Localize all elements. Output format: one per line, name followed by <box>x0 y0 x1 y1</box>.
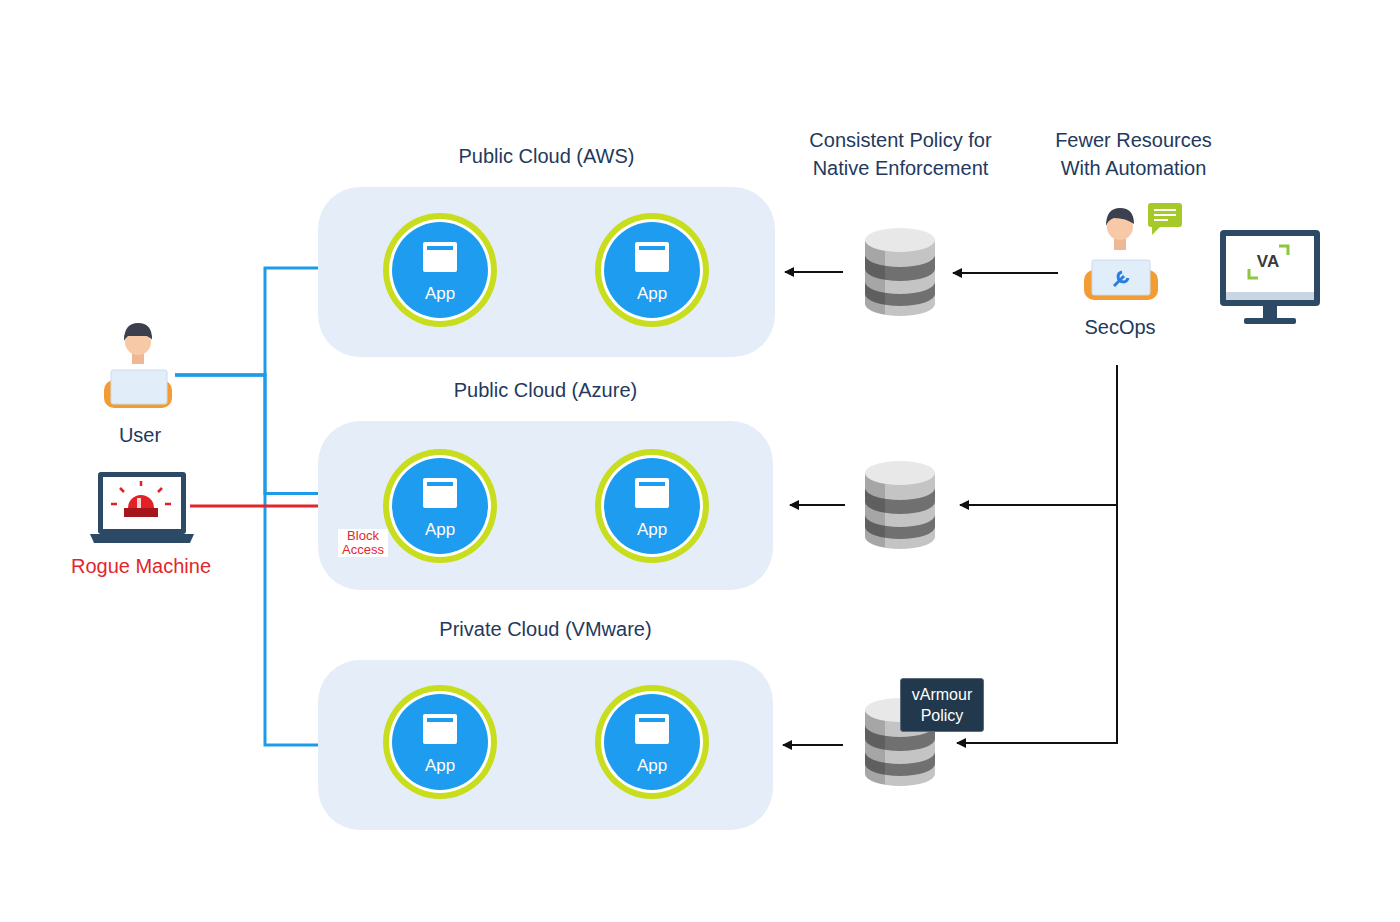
cloud-band: Public Cloud (Azure)AppApp <box>318 421 773 590</box>
app-window-icon <box>423 478 457 508</box>
policy-branch-arrow <box>790 504 845 506</box>
cloud-heading: Private Cloud (VMware) <box>298 616 793 642</box>
app-label: App <box>392 520 488 540</box>
app-window-bar <box>427 246 453 250</box>
cloud-heading: Public Cloud (AWS) <box>298 143 795 169</box>
app-window-bar <box>639 246 665 250</box>
user-icon <box>111 370 167 404</box>
app-window-bar <box>427 482 453 486</box>
app-window-bar <box>639 482 665 486</box>
app-circle: App <box>604 694 700 790</box>
network-link <box>175 268 318 375</box>
va-monitor <box>1263 306 1277 318</box>
app-circle: App <box>604 222 700 318</box>
policy-arrow <box>783 744 843 746</box>
policy-heading: Consistent Policy for Native Enforcement <box>793 126 1008 182</box>
secops-icon <box>1084 203 1182 300</box>
rogue-laptop-icon <box>137 498 141 508</box>
app-window-icon <box>635 242 669 272</box>
app-circle: App <box>604 458 700 554</box>
rogue-laptop-icon <box>90 472 194 543</box>
app-label: App <box>604 284 700 304</box>
network-link <box>175 375 318 494</box>
cloud-heading: Public Cloud (Azure) <box>298 377 793 403</box>
block-access-label: Block Access <box>338 529 388 557</box>
va-monitor <box>1249 246 1288 278</box>
secops-node: Fewer Resources With AutomationSecOps <box>1080 205 1160 300</box>
va-monitor <box>1226 236 1314 292</box>
rogue-laptop-icon <box>128 495 154 508</box>
va-monitor <box>1220 230 1320 324</box>
cloud-band: Public Cloud (AWS)AppApp <box>318 187 775 357</box>
policy-arrow <box>785 271 843 273</box>
va-logo-text: VA <box>1253 252 1283 272</box>
app-window-bar <box>639 718 665 722</box>
user-node: User <box>105 325 175 410</box>
rogue-laptop-icon <box>111 481 171 504</box>
secops-icon <box>1152 227 1160 235</box>
app-window-icon <box>635 714 669 744</box>
app-circle: App <box>392 222 488 318</box>
secops-label: SecOps <box>1040 314 1200 340</box>
policy-branch-arrow <box>790 505 1117 506</box>
rogue-laptop-icon <box>103 477 181 529</box>
user-icon <box>124 323 152 341</box>
rogue-laptop-icon <box>90 534 194 543</box>
secops-icon <box>1092 260 1150 295</box>
app-window-icon <box>423 714 457 744</box>
database-cylinder <box>865 461 935 549</box>
va-monitor <box>1220 230 1320 306</box>
app-circle: App <box>392 458 488 554</box>
policy-database: Consistent Policy for Native Enforcement <box>865 228 935 318</box>
cloud-band: Private Cloud (VMware)AppApp <box>318 660 773 830</box>
secops-icon <box>1148 203 1182 227</box>
user-label: User <box>70 422 210 448</box>
policy-branch-arrow <box>960 504 1117 506</box>
secops-icon <box>1154 210 1176 220</box>
app-label: App <box>604 520 700 540</box>
app-label: App <box>392 284 488 304</box>
user-icon <box>104 323 172 408</box>
va-monitor <box>1244 318 1296 324</box>
rogue-laptop-icon <box>98 472 186 534</box>
app-window-bar <box>427 718 453 722</box>
database-cylinder <box>865 228 935 316</box>
app-label: App <box>392 756 488 776</box>
policy-database: vArmour Policy <box>865 698 935 788</box>
policy-tag: vArmour Policy <box>900 678 984 732</box>
rogue-label: Rogue Machine <box>31 553 251 579</box>
app-circle: App <box>392 694 488 790</box>
policy-arrow <box>953 272 1058 274</box>
secops-heading: Fewer Resources With Automation <box>1041 126 1226 182</box>
secops-icon <box>1106 208 1134 226</box>
app-label: App <box>604 756 700 776</box>
rogue-laptop-icon <box>124 508 158 517</box>
app-window-icon <box>423 242 457 272</box>
rogue-machine-node: Rogue Machine <box>92 470 190 545</box>
secops-icon <box>1114 272 1128 286</box>
app-window-icon <box>635 478 669 508</box>
va-monitor <box>1226 292 1314 300</box>
